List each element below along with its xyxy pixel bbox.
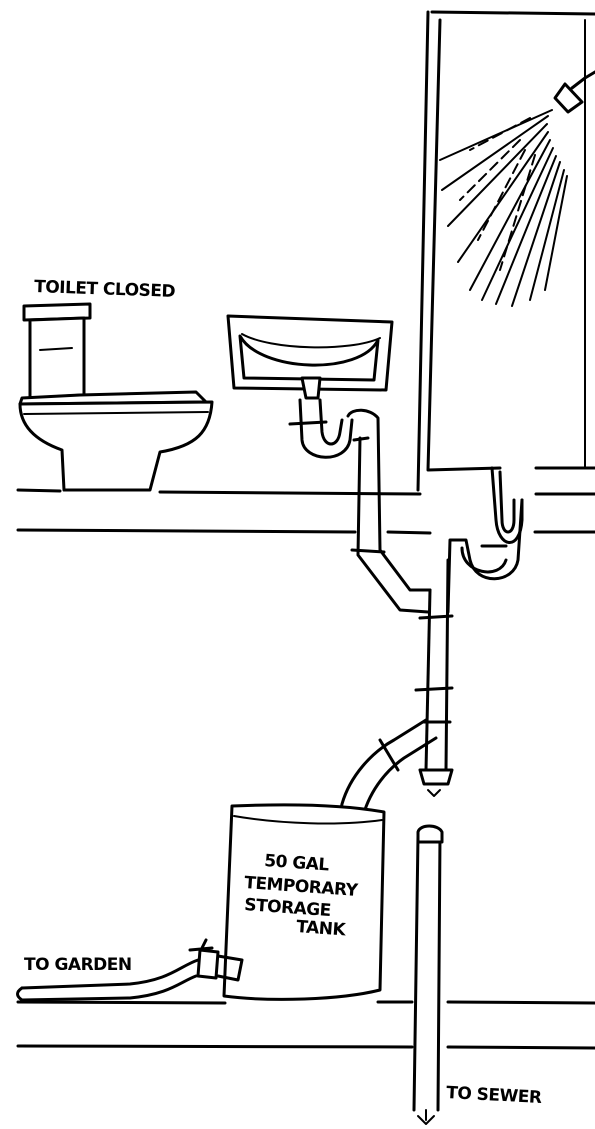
shower-spray — [440, 110, 567, 306]
lower-floor — [18, 1002, 595, 1048]
toilet-icon — [20, 304, 212, 490]
tank-label-line4: TANK — [296, 917, 347, 940]
vertical-drain-pipe — [416, 560, 452, 796]
sewer-label: TO SEWER — [446, 1083, 543, 1108]
toilet-label: TOILET CLOSED — [34, 277, 176, 302]
sink-trap — [290, 400, 430, 612]
sewer-pipe — [414, 826, 442, 1124]
shower-head-icon — [555, 72, 595, 112]
shower-trap — [448, 468, 522, 612]
upper-floor — [18, 490, 595, 533]
garden-label: TO GARDEN — [24, 955, 132, 975]
sink-icon — [228, 316, 392, 398]
